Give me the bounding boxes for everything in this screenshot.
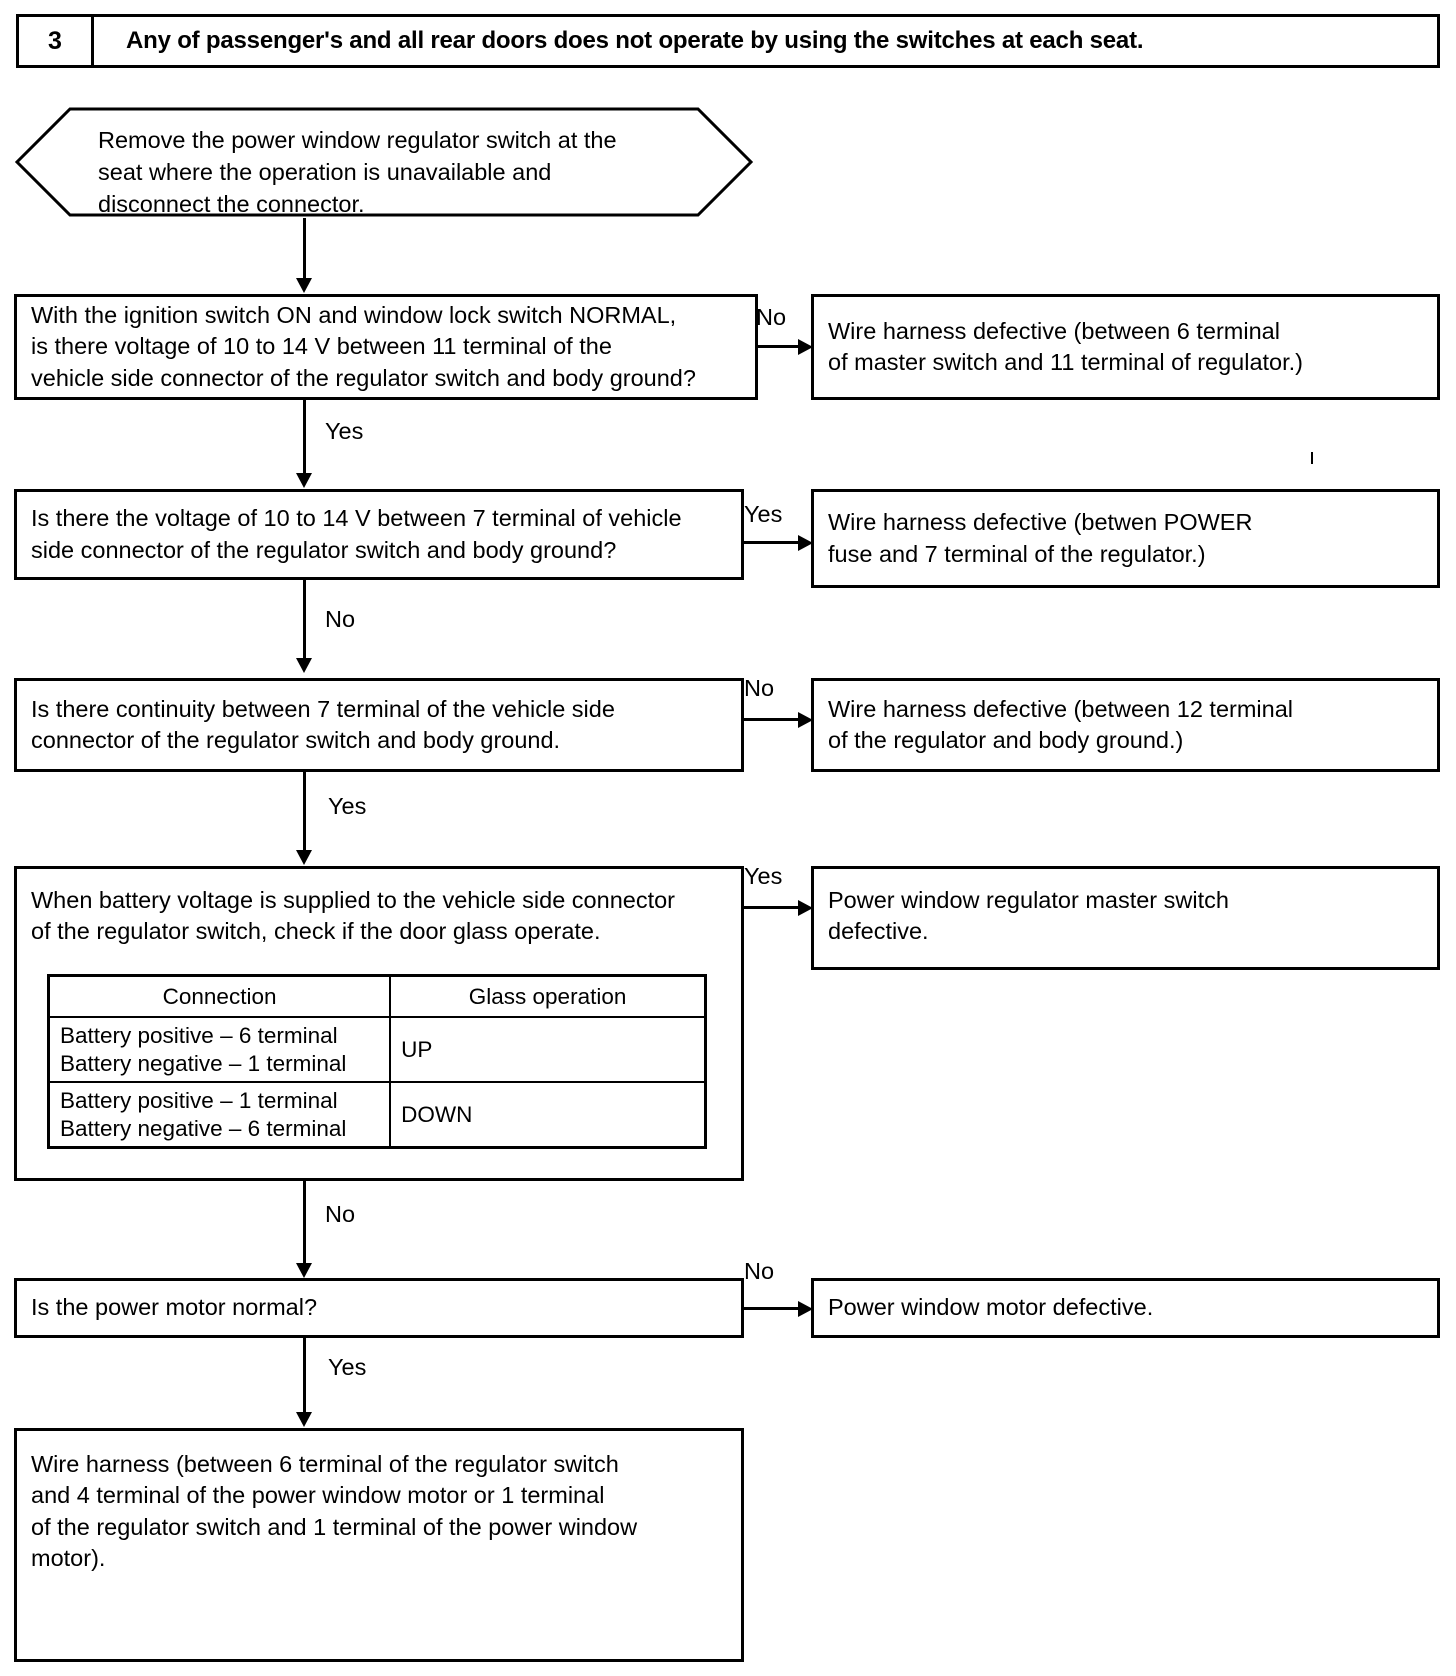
step1-line-3: vehicle side connector of the regulator … — [31, 364, 696, 391]
result1-line-1: Wire harness defective (between 6 termin… — [828, 317, 1280, 344]
step2-line-2: side connector of the regulator switch a… — [31, 536, 617, 563]
start-terminator-text: Remove the power window regulator switch… — [98, 124, 698, 221]
down-label-step5: Yes — [328, 1354, 367, 1380]
table-header-row: Connection Glass operation — [47, 973, 707, 1019]
result3-line-1: Wire harness defective (between 12 termi… — [828, 695, 1293, 722]
step5-line-1: Is the power motor normal? — [31, 1294, 318, 1321]
header-number: 3 — [19, 17, 94, 65]
arrow-step3-to-step4 — [296, 850, 312, 865]
step1-line-1: With the ignition switch ON and window l… — [31, 302, 677, 329]
arrow-step3-branch — [798, 712, 813, 728]
connector-step2-to-step3 — [303, 580, 306, 660]
connector-step5-branch — [744, 1307, 808, 1310]
result-motor-defective[interactable]: Power window motor defective. — [811, 1278, 1440, 1338]
connector-step2-branch — [744, 541, 808, 544]
arrow-step5-branch — [798, 1301, 813, 1317]
result4-line-1: Power window regulator master switch — [828, 887, 1229, 913]
branch-label-step2: Yes — [744, 501, 783, 527]
down-label-step1: Yes — [325, 418, 364, 444]
table-cell-connection-down: Battery positive – 1 terminal Battery ne… — [47, 1081, 392, 1149]
step4-line-1: When battery voltage is supplied to the … — [31, 887, 676, 913]
connector-step4-branch — [744, 906, 808, 909]
hexagon-shape — [14, 107, 754, 217]
connection-row1-line1: Battery positive – 6 terminal — [60, 1023, 338, 1049]
arrow-step2-branch — [798, 535, 813, 551]
step-power-motor-normal[interactable]: Is the power motor normal? — [14, 1278, 744, 1338]
result2-line-2: fuse and 7 terminal of the regulator.) — [828, 540, 1206, 567]
final-line-4: motor). — [31, 1544, 106, 1571]
step2-line-1: Is there the voltage of 10 to 14 V betwe… — [31, 505, 682, 532]
connector-step1-to-step2 — [303, 400, 306, 475]
arrow-step5-to-final — [296, 1412, 312, 1427]
final-line-3: of the regulator switch and 1 terminal o… — [31, 1513, 638, 1540]
final-wire-harness[interactable]: Wire harness (between 6 terminal of the … — [14, 1428, 744, 1662]
step4-line-2: of the regulator switch, check if the do… — [31, 918, 601, 945]
branch-label-step4: Yes — [744, 863, 783, 889]
scan-artifact-speck — [1311, 452, 1313, 464]
arrow-start-to-step1 — [296, 278, 312, 293]
result1-line-2: of master switch and 11 terminal of regu… — [828, 349, 1304, 375]
connector-step1-branch — [758, 345, 808, 348]
arrow-step4-branch — [798, 900, 813, 916]
table-cell-connection-up: Battery positive – 6 terminal Battery ne… — [47, 1016, 392, 1084]
branch-label-step1: No — [756, 304, 787, 330]
glass-operation-table: Connection Glass operation Battery posit… — [47, 973, 707, 1150]
down-label-step4: No — [325, 1201, 356, 1227]
table-row: Battery positive – 6 terminal Battery ne… — [47, 1016, 707, 1084]
arrow-step2-to-step3 — [296, 658, 312, 673]
start-terminator: Remove the power window regulator switch… — [14, 106, 754, 218]
result-master-switch-defective[interactable]: Power window regulator master switch def… — [811, 866, 1440, 970]
table-cell-operation-up: UP — [389, 1016, 707, 1084]
start-line-1: Remove the power window regulator switch… — [98, 127, 617, 153]
down-label-step2: No — [325, 606, 356, 632]
final-line-2: and 4 terminal of the power window motor… — [31, 1482, 605, 1509]
result4-line-2: defective. — [828, 918, 929, 945]
connector-step5-to-final — [303, 1338, 306, 1414]
branch-label-step5: No — [744, 1258, 775, 1284]
result-harness-12-terminal[interactable]: Wire harness defective (between 12 termi… — [811, 678, 1440, 772]
table-row: Battery positive – 1 terminal Battery ne… — [47, 1081, 707, 1149]
step3-line-2: connector of the regulator switch and bo… — [31, 727, 561, 753]
result-harness-master-switch[interactable]: Wire harness defective (between 6 termin… — [811, 294, 1440, 400]
down-label-step3: Yes — [328, 793, 367, 819]
arrow-step1-to-step2 — [296, 473, 312, 488]
table-cell-operation-down: DOWN — [389, 1081, 707, 1149]
connector-step3-branch — [744, 718, 808, 721]
header-title: Any of passenger's and all rear doors do… — [126, 27, 1144, 54]
connection-row1-line2: Battery negative – 1 terminal — [60, 1050, 347, 1076]
arrow-step4-to-step5 — [296, 1263, 312, 1278]
step-7-terminal-voltage[interactable]: Is there the voltage of 10 to 14 V betwe… — [14, 489, 744, 580]
final-line-1: Wire harness (between 6 terminal of the … — [31, 1451, 619, 1477]
result2-line-1: Wire harness defective (betwen POWER — [828, 509, 1253, 536]
connector-step4-to-step5 — [303, 1181, 306, 1265]
result-harness-power-fuse[interactable]: Wire harness defective (betwen POWER fus… — [811, 489, 1440, 588]
step-ignition-voltage[interactable]: With the ignition switch ON and window l… — [14, 294, 758, 400]
branch-label-step3: No — [744, 675, 775, 701]
step3-line-1: Is there continuity between 7 terminal o… — [31, 695, 615, 722]
start-line-2: seat where the operation is unavailable … — [98, 159, 552, 186]
result5-line-1: Power window motor defective. — [828, 1294, 1154, 1321]
step-battery-voltage-check[interactable]: When battery voltage is supplied to the … — [14, 866, 744, 1181]
connector-start-to-step1 — [303, 218, 306, 280]
header-table: 3 Any of passenger's and all rear doors … — [16, 14, 1440, 68]
table-header-connection: Connection — [47, 973, 392, 1019]
connection-row2-line2: Battery negative – 6 terminal — [60, 1115, 347, 1141]
table-header-glass-operation: Glass operation — [389, 973, 707, 1019]
result3-line-2: of the regulator and body ground.) — [828, 727, 1184, 753]
step1-line-2: is there voltage of 10 to 14 V between 1… — [31, 333, 612, 360]
arrow-step1-branch — [798, 339, 813, 355]
start-line-3: disconnect the connector. — [98, 191, 365, 218]
connector-step3-to-step4 — [303, 772, 306, 852]
step-7-terminal-continuity[interactable]: Is there continuity between 7 terminal o… — [14, 678, 744, 772]
connection-row2-line1: Battery positive – 1 terminal — [60, 1088, 338, 1114]
